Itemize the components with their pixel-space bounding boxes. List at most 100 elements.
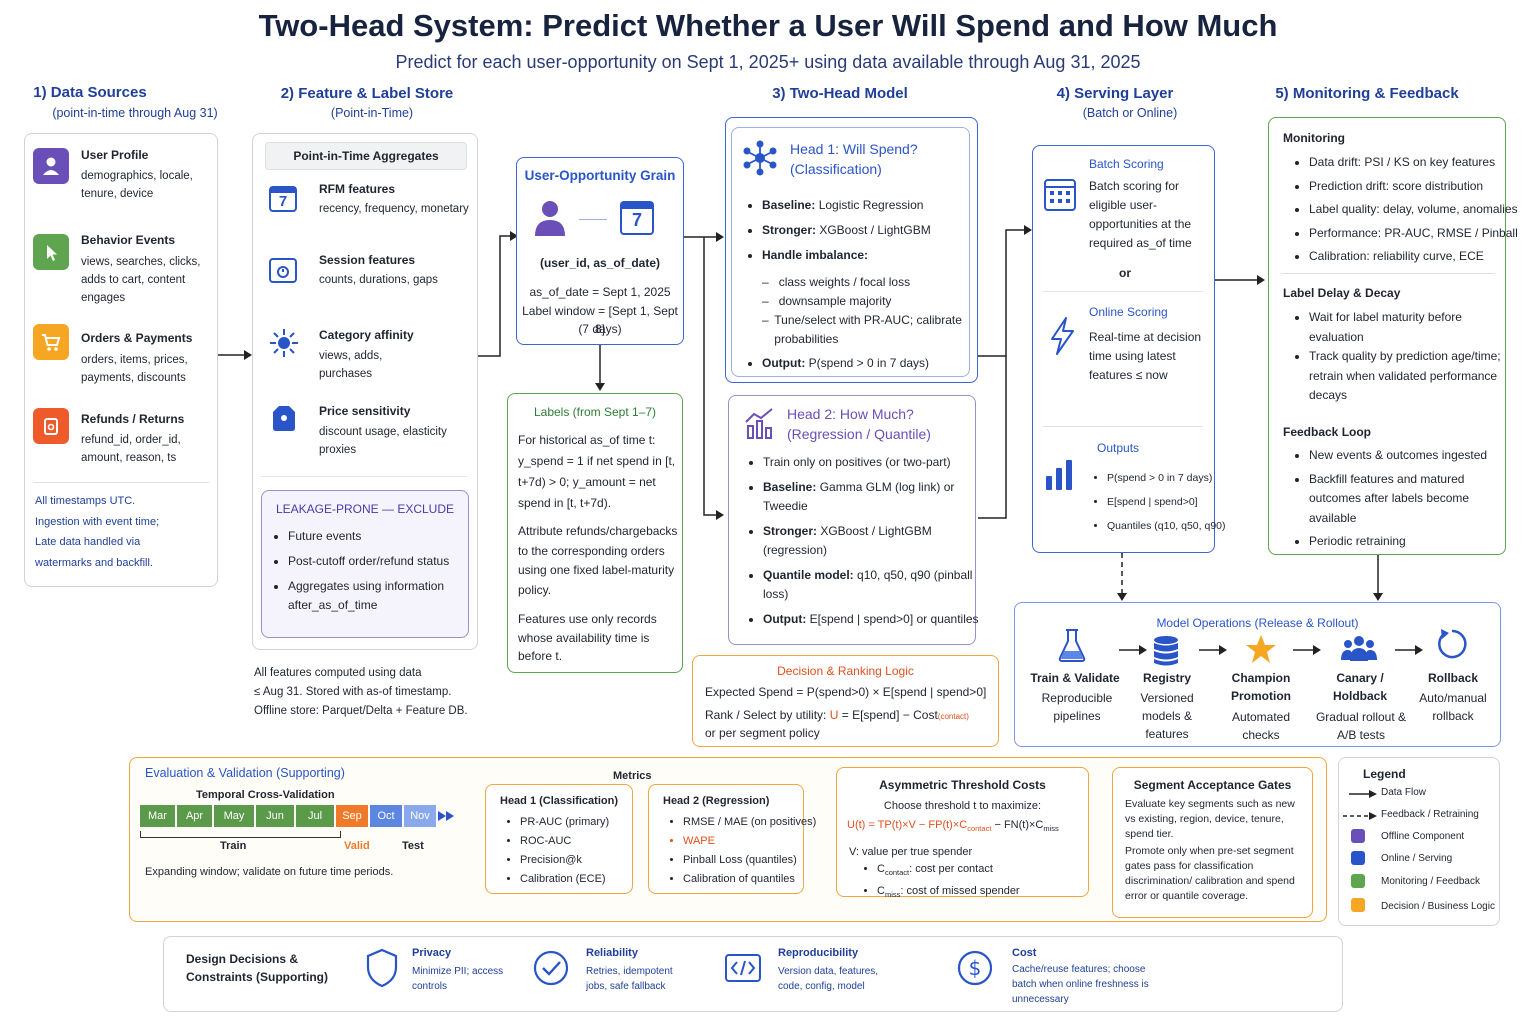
note-line: All timestamps UTC. (35, 495, 136, 507)
labels-p2: Attribute refunds/chargebacks to the cor… (518, 524, 678, 597)
leakage-box: LEAKAGE-PRONE — EXCLUDE Future events Po… (261, 490, 469, 638)
head2-quantile: Quantile model: q10, q50, q90 (pinball l… (763, 566, 981, 604)
online-desc: Real-time at decision time using latest … (1089, 330, 1202, 382)
h1-metrics-title: Head 1 (Classification) (500, 795, 618, 807)
source-title-2: Orders & Payments (81, 331, 193, 345)
flow-arrow (1293, 645, 1321, 655)
feature-desc-2: views, adds, purchases (319, 350, 383, 380)
decision-expected: Expected Spend = P(spend>0) × E[spend | … (705, 685, 987, 699)
svg-text:$: $ (969, 956, 982, 980)
note-line: watermarks and backfill. (35, 556, 153, 569)
segment-p1: Evaluate key segments such as new vs exi… (1125, 798, 1295, 840)
head1-baseline: Baseline: Logistic Regression (762, 196, 980, 215)
design-title-3: Cost (1012, 947, 1037, 959)
feature-desc-1: counts, durations, gaps (319, 274, 438, 286)
flow-arrow (1373, 555, 1383, 601)
metric-item: RMSE / MAE (on positives) (683, 813, 823, 832)
design-desc-0: Minimize PII; access controls (412, 966, 504, 992)
head1-list: Baseline: Logistic Regression Stronger: … (746, 196, 980, 265)
cost-item: Cmiss: cost of missed spender (877, 882, 1097, 904)
feedback-arrow (1117, 553, 1127, 601)
offline-swatch (1351, 829, 1365, 843)
design-desc-2: Version data, features, code, config, mo… (778, 966, 879, 992)
source-desc-0: demographics, locale, tenure, device (81, 170, 193, 200)
col4-head: 4) Serving Layer (1056, 85, 1174, 102)
feedback-item: Periodic retraining (1309, 532, 1514, 552)
source-title-1: Behavior Events (81, 233, 176, 247)
note-line: Ingestion with event time; (35, 515, 160, 528)
outputs-list: P(spend > 0 in 7 days) E[spend | spend>0… (1091, 466, 1229, 538)
head1-sub: (Classification) (790, 161, 882, 177)
imb-item: – downsample majority (762, 294, 892, 308)
head2-output: Output: E[spend | spend>0] or quantiles (763, 610, 981, 629)
category-network-icon (267, 326, 301, 365)
month-valid: Sep (336, 805, 368, 827)
batch-desc: Batch scoring for eligible user-opportun… (1089, 179, 1192, 250)
design-title-1: Reliability (586, 947, 638, 959)
divider (1043, 426, 1203, 427)
step-title-1: Registry (1142, 671, 1192, 685)
flask-icon (1057, 627, 1087, 668)
shield-icon (364, 947, 400, 994)
link-line (579, 219, 607, 220)
month-train: Mar (140, 805, 175, 827)
decision-title: Decision & Ranking Logic (777, 664, 914, 678)
feedback-list: New events & outcomes ingested Backfill … (1293, 446, 1514, 552)
tcv-note: Expanding window; validate on future tim… (145, 866, 394, 878)
page-subtitle: Predict for each user-opportunity on Sep… (395, 52, 1141, 72)
feature-desc-0: recency, frequency, monetary (319, 203, 469, 215)
session-icon (267, 254, 299, 291)
month-train: Jul (296, 805, 334, 827)
monitoring-title: Monitoring (1283, 131, 1345, 145)
month-test: Oct (370, 805, 402, 827)
divider (261, 476, 467, 477)
divider (33, 482, 209, 483)
head2-stronger: Stronger: XGBoost / LightGBM (regression… (763, 522, 981, 560)
leak-item: Aggregates using information after_as_of… (288, 577, 474, 615)
flow-arrow (595, 345, 605, 391)
month-train: May (214, 805, 254, 827)
flow-arrow (1119, 645, 1147, 655)
legend-item-0: Data Flow (1381, 787, 1427, 798)
feedback-item: New events & outcomes ingested (1309, 446, 1514, 466)
head2-baseline: Baseline: Gamma GLM (log link) or Tweedi… (763, 478, 981, 516)
cursor-click-icon (33, 234, 69, 270)
decision-utility: Rank / Select by utility: U = E[spend] −… (705, 708, 969, 722)
step-title-3: Canary / Holdback (1332, 671, 1387, 703)
labels-p1: For historical as_of time t: y_spend = 1… (518, 433, 676, 510)
feature-store-note: All features computed using data ≤ Aug 3… (254, 664, 494, 721)
monitor-item: Performance: PR-AUC, RMSE / Pinball (1309, 222, 1519, 246)
asym-cost-box: Asymmetric Threshold Costs Choose thresh… (836, 767, 1089, 899)
delay-item: Track quality by prediction age/time; re… (1309, 347, 1514, 406)
feature-desc-3: discount usage, elasticity proxies (319, 426, 447, 456)
monitoring-swatch (1351, 874, 1365, 888)
evaluation-panel: Evaluation & Validation (Supporting) Tem… (129, 757, 1327, 922)
output-item: Quantiles (q10, q50, q90) (1107, 514, 1229, 538)
valid-label: Valid (344, 840, 370, 852)
batch-title: Batch Scoring (1089, 157, 1164, 171)
step-desc-2: Automated checks (1231, 710, 1291, 742)
test-label: Test (402, 840, 424, 852)
legend-title: Legend (1363, 767, 1406, 781)
label-delay-list: Wait for label maturity before evaluatio… (1293, 308, 1514, 406)
flow-arrow (1215, 275, 1265, 285)
user-icon (533, 198, 567, 243)
metric-item: Calibration of quantiles (683, 870, 823, 889)
divider (1043, 291, 1203, 292)
month-train: Jun (256, 805, 294, 827)
asym-formula: U(t) = TP(t)×V − FP(t)×Ccontact − FN(t)×… (847, 819, 1059, 834)
feature-store-panel: Point-in-Time Aggregates 7 RFM features … (252, 133, 478, 650)
head2-list: Train only on positives (or two-part) Ba… (747, 453, 981, 629)
head1-metrics: Head 1 (Classification) PR-AUC (primary)… (485, 784, 633, 894)
legend-item-5: Decision / Business Logic (1381, 901, 1495, 912)
month-test: Nov (404, 805, 436, 827)
segment-title: Segment Acceptance Gates (1133, 778, 1292, 792)
head2-sub: (Regression / Quantile) (787, 426, 931, 442)
flow-arrow (218, 350, 252, 360)
serving-panel: Batch Scoring Batch scoring for eligible… (1032, 145, 1226, 553)
head1-inner: Head 1: Will Spend? (Classification) Bas… (731, 127, 970, 377)
asym-cost-list: Ccontact: cost per contact Cmiss: cost o… (861, 860, 1097, 904)
head1-stronger: Stronger: XGBoost / LightGBM (762, 221, 980, 240)
legend-feedback-arrow (1343, 812, 1377, 820)
calendar-day: 7 (631, 210, 642, 230)
